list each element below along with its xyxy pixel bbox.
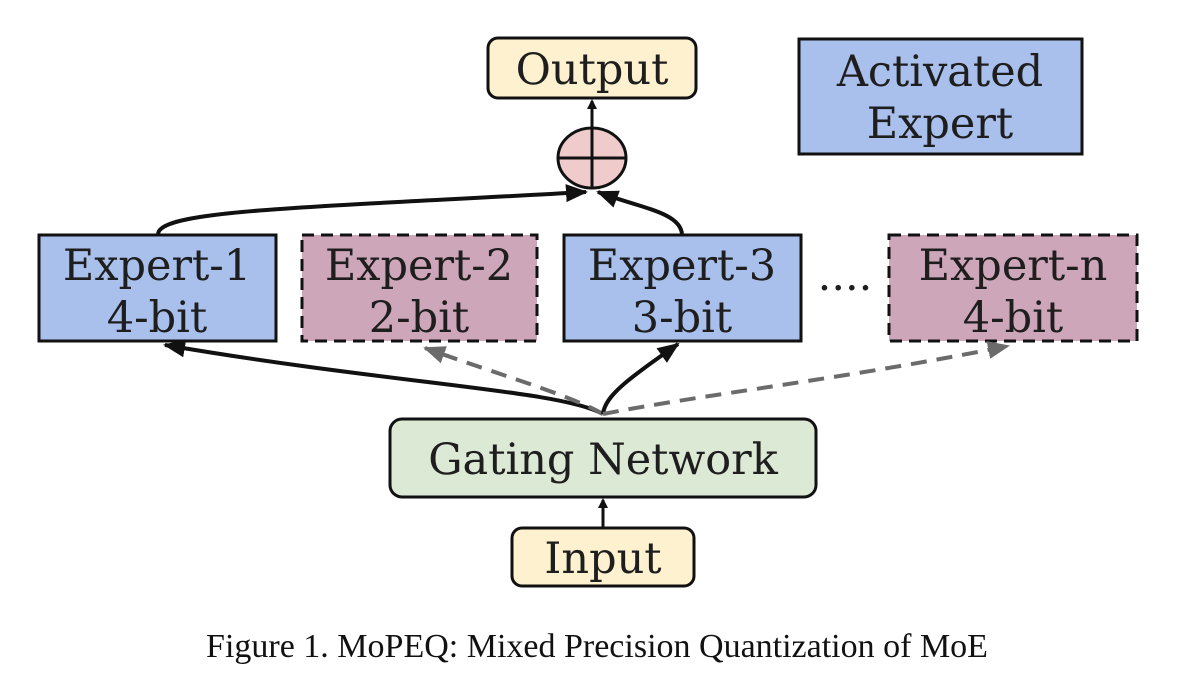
expert-n-name: Expert-n xyxy=(919,241,1108,291)
arrow-gating-to-expertn xyxy=(602,341,1010,416)
arrow-expert1-to-sum xyxy=(156,184,588,235)
input-label: Input xyxy=(544,534,661,584)
arrow-gating-to-expert3 xyxy=(601,342,680,415)
expert-2-name: Expert-2 xyxy=(325,241,513,291)
gating-network: Gating Network xyxy=(388,417,818,499)
expert-n: Expert-n 4-bit xyxy=(887,233,1139,343)
expert-ellipsis: .... xyxy=(818,251,873,301)
arrow-gating-to-expert1 xyxy=(163,339,604,416)
legend-activated-expert: Activated Expert xyxy=(797,37,1084,156)
expert-3-bits: 3-bit xyxy=(632,293,732,343)
expert-2: Expert-2 2-bit xyxy=(300,233,539,343)
output-label: Output xyxy=(516,45,669,95)
expert-2-bits: 2-bit xyxy=(369,293,469,343)
legend-line-2: Expert xyxy=(867,99,1013,149)
expert-1-bits: 4-bit xyxy=(107,293,207,343)
legend-line-1: Activated xyxy=(836,47,1043,97)
output-node: Output xyxy=(486,36,698,100)
input-node: Input xyxy=(510,526,696,588)
sum-node xyxy=(556,126,628,190)
expert-3: Expert-3 3-bit xyxy=(562,233,803,343)
arrow-gating-to-expert2 xyxy=(423,346,604,416)
figure-caption: Figure 1. MoPEQ: Mixed Precision Quantiz… xyxy=(206,628,988,665)
expert-n-bits: 4-bit xyxy=(963,293,1063,343)
expert-1: Expert-1 4-bit xyxy=(37,233,278,343)
gating-label: Gating Network xyxy=(428,435,779,485)
arrow-expert3-to-sum xyxy=(596,190,684,235)
expert-3-name: Expert-3 xyxy=(588,241,776,291)
expert-1-name: Expert-1 xyxy=(63,241,251,291)
